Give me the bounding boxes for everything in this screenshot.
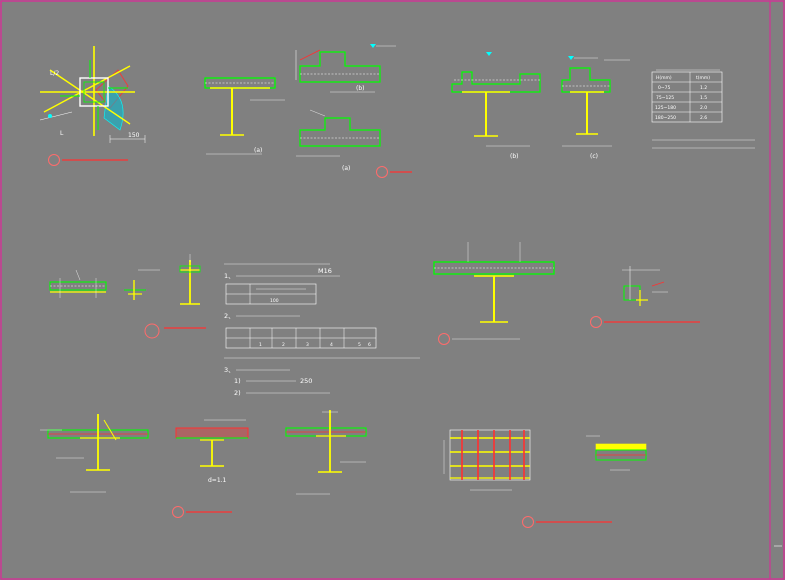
detail-beam-vertical <box>144 254 206 339</box>
table-header-h: H(mm) <box>656 75 672 81</box>
callout-circle-1 <box>48 154 60 166</box>
dim-l2-text: L/2 <box>50 70 59 77</box>
note-table2-cell-6: 6 <box>368 342 371 348</box>
detail-deck-support-left <box>40 414 149 493</box>
detail-deck-profile-lower: (a) <box>296 109 412 178</box>
upper-label: (b) <box>356 85 365 92</box>
note-item-3-number: 3、 <box>224 366 235 374</box>
deck-thickness-table: H(mm) t(mm) 0~75 1.2 75~125 1.5 125~180 … <box>651 69 755 149</box>
detail-stud-section <box>124 269 160 300</box>
detail-deck-beam-c: (c) <box>561 56 630 160</box>
note-stud-size: M16 <box>318 267 332 275</box>
note-table2-cell-1: 1 <box>259 342 262 348</box>
detail-deck-beam-b: (b) <box>451 52 541 160</box>
callout-circle-6 <box>172 506 184 518</box>
note-item-2-number: 2、 <box>224 312 235 320</box>
detail-slab-beam-center <box>433 242 555 345</box>
note-sub-2: 2) <box>234 389 241 397</box>
detail-deck-profile-upper: (b) <box>295 44 396 93</box>
callout-circle-7 <box>522 516 534 528</box>
general-notes-block: 1、 M16 100 2、 1 2 3 4 5 6 3、 1) 250 2) <box>224 263 420 397</box>
fig-b-label: (b) <box>510 153 519 160</box>
detail-slab-edge-section <box>586 435 647 471</box>
detail-column-connection-plan: L/2 150 L <box>39 46 146 166</box>
table-row-4-h: 180~250 <box>655 115 676 121</box>
callout-circle-2 <box>376 166 388 178</box>
note-table2-cell-3: 3 <box>306 342 309 348</box>
table-row-3-h: 125~180 <box>655 105 676 111</box>
callout-circle-4 <box>438 333 450 345</box>
callout-circle-3 <box>144 323 160 339</box>
detail-edge-beam <box>590 266 700 328</box>
note-spacing-250: 250 <box>300 377 312 385</box>
note-table2-cell-2: 2 <box>282 342 285 348</box>
callout-circle-5 <box>590 316 602 328</box>
note-item-1-number: 1、 <box>224 272 235 280</box>
table-row-1-h: 0~75 <box>658 85 670 91</box>
detail-slab-beam-a: (a) <box>204 77 285 155</box>
detail-small-beam-section <box>49 269 107 298</box>
detail-deck-support-middle: d=1.1 <box>172 419 249 518</box>
fig-a-label: (a) <box>254 147 262 154</box>
lower-label: (a) <box>342 165 350 172</box>
note-sub-1: 1) <box>234 377 241 385</box>
table-row-4-t: 2.6 <box>700 115 707 121</box>
dim-150-text: 150 <box>128 132 140 139</box>
detail-deck-plan-grid <box>443 429 612 528</box>
table-header-t: t(mm) <box>696 75 710 81</box>
note-table1-value: 100 <box>270 298 279 304</box>
table-row-1-t: 1.2 <box>700 85 707 91</box>
note-table2-cell-5: 5 <box>358 342 361 348</box>
table-row-2-t: 1.5 <box>700 95 707 101</box>
table-row-3-t: 2.0 <box>700 105 707 111</box>
dim-l-text: L <box>60 130 64 137</box>
table-row-2-h: 75~125 <box>656 95 674 101</box>
detail-deck-support-right <box>285 410 367 495</box>
middle-dn-label: d=1.1 <box>208 477 227 484</box>
fig-c-label: (c) <box>590 153 598 160</box>
note-table2-cell-4: 4 <box>330 342 333 348</box>
